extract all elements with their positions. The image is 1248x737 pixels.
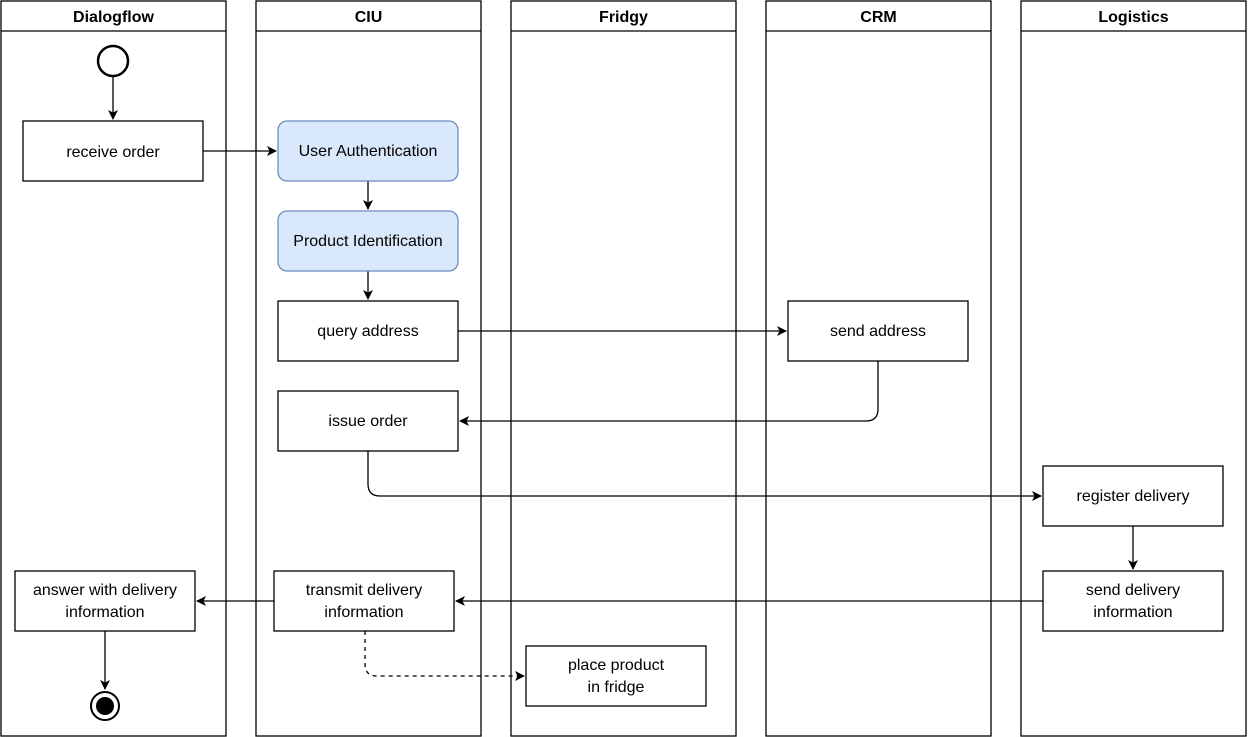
node-answer-with-delivery-information-line2: information [65, 604, 144, 621]
start-node [96, 44, 130, 78]
node-send-address: send address [787, 300, 969, 362]
node-register-delivery: register delivery [1042, 465, 1224, 527]
end-node [90, 691, 120, 721]
node-place-product-in-fridge: place product in fridge [525, 645, 707, 707]
node-user-authentication-label: User Authentication [299, 143, 438, 160]
lane-title-fridgy: Fridgy [599, 9, 648, 26]
lane-fridgy: Fridgy [510, 0, 737, 737]
node-product-identification: Product Identification [277, 210, 459, 272]
node-receive-order: receive order [22, 120, 204, 182]
node-receive-order-label: receive order [66, 144, 160, 161]
edge-issue-order-to-register-delivery [367, 451, 1042, 501]
edges [100, 76, 1138, 690]
node-issue-order: issue order [277, 390, 459, 452]
node-answer-with-delivery-information-line1: answer with delivery [33, 582, 177, 599]
lane-title-dialogflow: Dialogflow [73, 9, 154, 26]
lane-title-crm: CRM [860, 9, 896, 26]
edge-send-address-to-issue-order [459, 361, 879, 426]
node-place-product-in-fridge-line2: in fridge [588, 679, 645, 696]
node-product-identification-label: Product Identification [293, 233, 442, 250]
node-transmit-delivery-information-line1: transmit delivery [306, 582, 422, 599]
node-send-delivery-information-line2: information [1093, 604, 1172, 621]
lane-title-logistics: Logistics [1098, 9, 1168, 26]
edge-transmit-to-place-product-dashed [364, 631, 525, 681]
node-place-product-in-fridge-line1: place product [568, 657, 665, 674]
node-query-address: query address [277, 300, 459, 362]
node-transmit-delivery-information-line2: information [324, 604, 403, 621]
node-query-address-label: query address [317, 323, 418, 340]
node-user-authentication: User Authentication [277, 120, 459, 182]
lane-title-ciu: CIU [355, 9, 383, 26]
node-send-address-label: send address [830, 323, 926, 340]
node-issue-order-label: issue order [328, 413, 408, 430]
node-answer-with-delivery-information: answer with delivery information [14, 570, 196, 632]
node-send-delivery-information: send delivery information [1042, 570, 1224, 632]
node-transmit-delivery-information: transmit delivery information [273, 570, 455, 632]
node-send-delivery-information-line1: send delivery [1086, 582, 1180, 599]
node-register-delivery-label: register delivery [1077, 488, 1190, 505]
